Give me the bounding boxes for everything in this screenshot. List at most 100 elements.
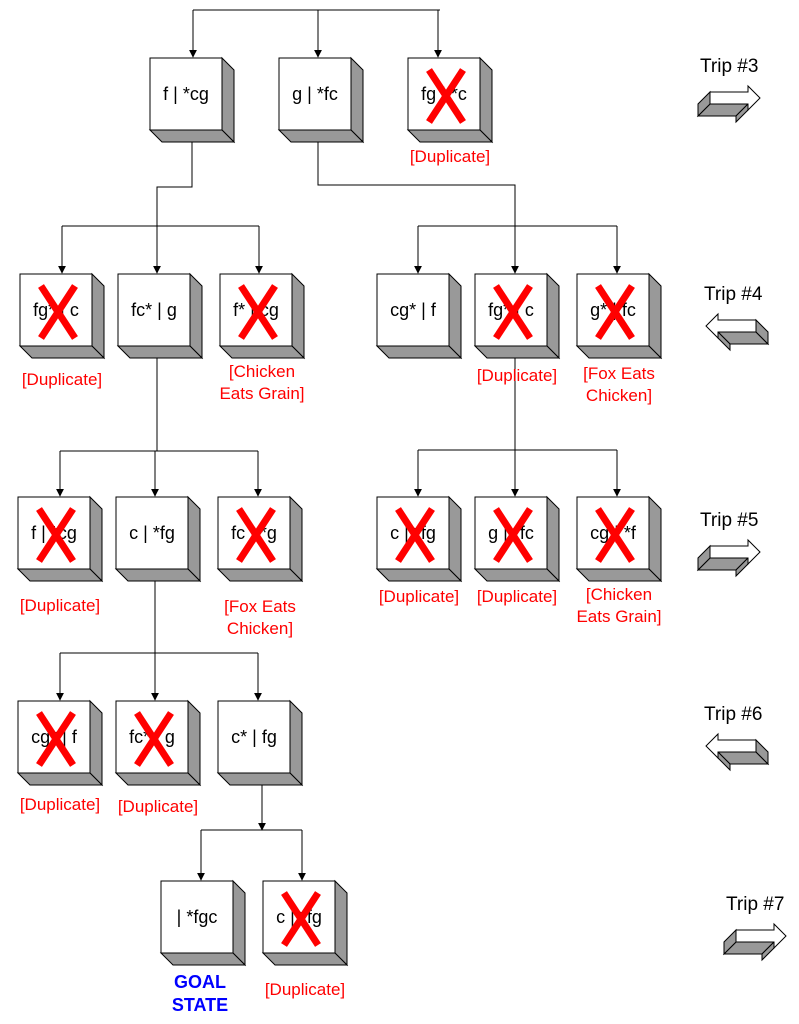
- rejection-reason: [Duplicate]: [410, 147, 490, 166]
- box-bottom-face: [216, 568, 304, 582]
- rejected-x-icon: [395, 507, 435, 563]
- box-bottom-face: [375, 345, 463, 359]
- box-bottom-face: [216, 772, 304, 786]
- box-front-face: [117, 273, 191, 347]
- box-side-face: [187, 495, 201, 583]
- box-side-face: [546, 272, 560, 360]
- box-bottom-face: [277, 129, 365, 143]
- box-front-face: [278, 57, 352, 131]
- box-bottom-face: [218, 345, 306, 359]
- rejected-x-icon: [38, 284, 78, 340]
- box-bottom-face: [159, 952, 247, 966]
- box-side-face: [350, 56, 364, 144]
- rejection-reason: [Duplicate]: [265, 980, 345, 999]
- state-node: f | *cg: [148, 56, 236, 144]
- state-label: c | *fg: [129, 523, 175, 543]
- trip-label: Trip #6: [704, 704, 762, 725]
- box-bottom-face: [116, 345, 204, 359]
- box-bottom-face: [473, 345, 561, 359]
- rejected-x-icon: [493, 284, 533, 340]
- rejected-x-icon: [595, 284, 635, 340]
- arrow-left-icon: [705, 312, 770, 352]
- rejected-x-icon: [281, 891, 321, 947]
- trip-label: Trip #5: [700, 510, 758, 531]
- box-side-face: [448, 495, 462, 583]
- rejected-x-icon: [134, 711, 174, 767]
- rejected-state-node: fg* | c[Duplicate]: [18, 272, 106, 389]
- rejection-reason: Eats Grain]: [219, 384, 304, 403]
- box-bottom-face: [406, 129, 494, 143]
- trip-label: Trip #3: [700, 56, 758, 77]
- trip-indicator: Trip #3: [696, 56, 761, 124]
- rejected-x-icon: [238, 284, 278, 340]
- rejected-x-icon: [426, 68, 466, 124]
- state-node: fc* | g: [116, 272, 204, 360]
- box-side-face: [546, 495, 560, 583]
- state-node: c* | fg: [216, 699, 304, 787]
- state-label: cg* | f: [390, 300, 437, 320]
- box-front-face: [376, 496, 450, 570]
- box-side-face: [648, 272, 662, 360]
- rejection-reason: [Chicken: [586, 585, 652, 604]
- rejection-reason: [Chicken: [229, 362, 295, 381]
- trip-indicator: Trip #5: [696, 510, 761, 578]
- rejection-reason: [Duplicate]: [22, 370, 102, 389]
- rejection-reason: [Duplicate]: [379, 587, 459, 606]
- box-bottom-face: [575, 345, 663, 359]
- box-bottom-face: [375, 568, 463, 582]
- trip-label: Trip #4: [704, 284, 763, 305]
- box-front-face: [160, 880, 234, 954]
- state-label: fc* | g: [131, 300, 177, 320]
- state-node: g | *fc: [277, 56, 365, 144]
- trip-label: Trip #7: [726, 894, 784, 915]
- rejected-x-icon: [595, 507, 635, 563]
- rejected-state-node: c | *fg[Duplicate]: [375, 495, 463, 606]
- rejection-reason: Chicken]: [586, 386, 652, 405]
- trip-indicator: Trip #4: [704, 284, 770, 352]
- box-front-face: [376, 273, 450, 347]
- box-side-face: [291, 272, 305, 360]
- arrow-right-icon: [696, 84, 761, 124]
- box-front-face: [217, 700, 291, 774]
- rejection-reason: [Duplicate]: [20, 596, 100, 615]
- box-bottom-face: [148, 129, 236, 143]
- arrow-right-icon: [696, 538, 761, 578]
- rejected-x-icon: [236, 507, 276, 563]
- rejected-state-node: cg* | f[Duplicate]: [16, 699, 104, 814]
- rejection-reason: Eats Grain]: [576, 607, 661, 626]
- rejection-reason: [Duplicate]: [477, 587, 557, 606]
- box-bottom-face: [16, 568, 104, 582]
- rejected-state-node: fg* | c[Duplicate]: [473, 272, 561, 385]
- box-side-face: [189, 272, 203, 360]
- box-side-face: [648, 495, 662, 583]
- box-bottom-face: [16, 772, 104, 786]
- arrow-left-icon: [705, 732, 770, 772]
- rejection-reason: [Duplicate]: [118, 797, 198, 816]
- box-bottom-face: [114, 568, 202, 582]
- goal-state-label: STATE: [172, 995, 228, 1015]
- rejected-x-icon: [36, 507, 76, 563]
- state-label: c* | fg: [231, 727, 277, 747]
- box-side-face: [289, 699, 303, 787]
- box-side-face: [89, 495, 103, 583]
- rejected-state-node: g | *fc[Duplicate]: [473, 495, 561, 606]
- state-label: f | *cg: [163, 84, 209, 104]
- rejected-state-node: fc* | g[Duplicate]: [114, 699, 202, 816]
- rejection-reason: Chicken]: [227, 619, 293, 638]
- connector-line: [317, 142, 516, 226]
- connector-line: [156, 142, 193, 226]
- box-bottom-face: [114, 772, 202, 786]
- box-side-face: [221, 56, 235, 144]
- box-bottom-face: [575, 568, 663, 582]
- box-side-face: [232, 879, 246, 967]
- state-label: | *fgc: [177, 907, 218, 927]
- state-label: g | *fc: [292, 84, 338, 104]
- arrow-right-icon: [722, 922, 787, 962]
- trip-indicator: Trip #6: [704, 704, 770, 772]
- box-side-face: [91, 272, 105, 360]
